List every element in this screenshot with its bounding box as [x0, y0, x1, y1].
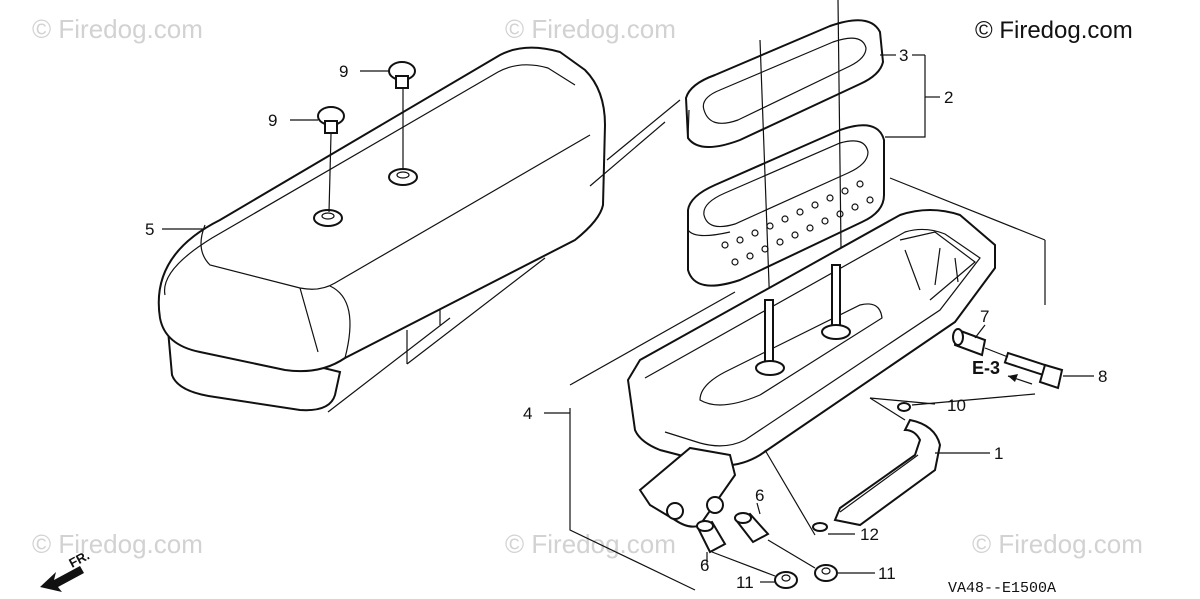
- callout-4: 4: [523, 404, 532, 423]
- callout-10: 10: [947, 396, 966, 415]
- case-collar: [952, 328, 987, 357]
- callout-7: 7: [980, 307, 989, 326]
- diagram-code: VA48--E1500A: [948, 580, 1056, 597]
- air-cleaner-case: [626, 209, 996, 528]
- callout-11-left: 11: [736, 573, 754, 592]
- tube-clip-lower: [812, 522, 828, 532]
- callout-2: 2: [944, 88, 953, 107]
- front-direction-arrow-icon: [40, 566, 84, 592]
- flange-bolt: [1003, 351, 1064, 390]
- breather-tube: [833, 418, 942, 527]
- watermark-top-left: © Firedog.com: [32, 14, 203, 44]
- air-cleaner-cover: [157, 46, 607, 412]
- grommet-front: [313, 209, 343, 227]
- callout-1: 1: [994, 444, 1003, 463]
- reference-label: E-3: [972, 358, 1000, 378]
- callout-8: 8: [1098, 367, 1107, 386]
- watermark-bottom-left: © Firedog.com: [32, 529, 203, 559]
- paper-filter-element: [687, 124, 885, 287]
- callout-9-rear: 9: [339, 62, 348, 81]
- callout-12: 12: [860, 525, 879, 544]
- spacer-collar-right: [734, 512, 770, 544]
- callout-9-front: 9: [268, 111, 277, 130]
- spacer-collar-left: [696, 520, 727, 554]
- flange-nut-left: [774, 571, 798, 589]
- foam-filter-element: [684, 19, 885, 148]
- cover-knob-rear: [388, 61, 416, 89]
- cover-knob-front: [317, 106, 345, 134]
- reference-arrow-icon: [1008, 374, 1018, 382]
- tube-clip-upper: [897, 402, 911, 412]
- callout-3: 3: [899, 46, 908, 65]
- callout-6-upper: 6: [755, 486, 764, 505]
- watermark-top-center: © Firedog.com: [505, 14, 676, 44]
- brand-label: © Firedog.com: [975, 17, 1133, 44]
- callout-5: 5: [145, 220, 154, 239]
- watermark-bottom-right: © Firedog.com: [972, 529, 1143, 559]
- callout-6-lower: 6: [700, 556, 709, 575]
- watermark-bottom-center: © Firedog.com: [505, 529, 676, 559]
- callout-11-right: 11: [878, 564, 896, 583]
- flange-nut-right: [814, 564, 838, 582]
